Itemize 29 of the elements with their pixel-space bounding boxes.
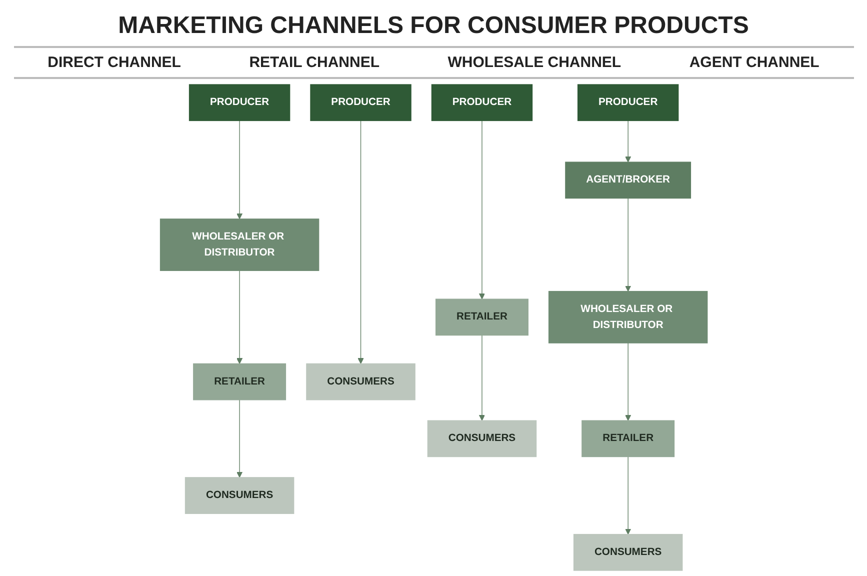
arrow [478, 334, 485, 421]
node-box: PRODUCER [577, 84, 678, 122]
diagram-title: MARKETING CHANNELS FOR CONSUMER PRODUCTS [118, 12, 749, 40]
node-box: RETAILER [435, 298, 528, 336]
arrow [624, 456, 631, 535]
column-heading: WHOLESALE CHANNEL [448, 54, 622, 71]
node-box: PRODUCER [310, 84, 412, 122]
node-box: CONSUMERS [184, 477, 294, 514]
node-box: CONSUMERS [306, 363, 416, 400]
node-box: WHOLESALER OR DISTRIBUTOR [160, 218, 319, 271]
node-box: WHOLESALER OR DISTRIBUTOR [548, 290, 708, 344]
node-box: CONSUMERS [427, 420, 536, 458]
arrow [624, 120, 631, 162]
arrow [236, 270, 242, 364]
node-box: CONSUMERS [573, 534, 682, 571]
node-box: RETAILER [192, 363, 286, 400]
arrow [624, 342, 631, 421]
node-box: PRODUCER [431, 84, 532, 122]
arrow [478, 120, 485, 300]
column-heading: RETAIL CHANNEL [249, 54, 380, 71]
node-box: RETAILER [581, 420, 674, 458]
arrow [624, 198, 631, 292]
arrow [236, 400, 242, 478]
arrow [236, 120, 242, 220]
column-heading: DIRECT CHANNEL [48, 54, 181, 71]
node-box: PRODUCER [188, 84, 290, 122]
column-heading: AGENT CHANNEL [689, 54, 820, 71]
arrow [357, 120, 364, 364]
node-box: AGENT/BROKER [564, 162, 691, 199]
